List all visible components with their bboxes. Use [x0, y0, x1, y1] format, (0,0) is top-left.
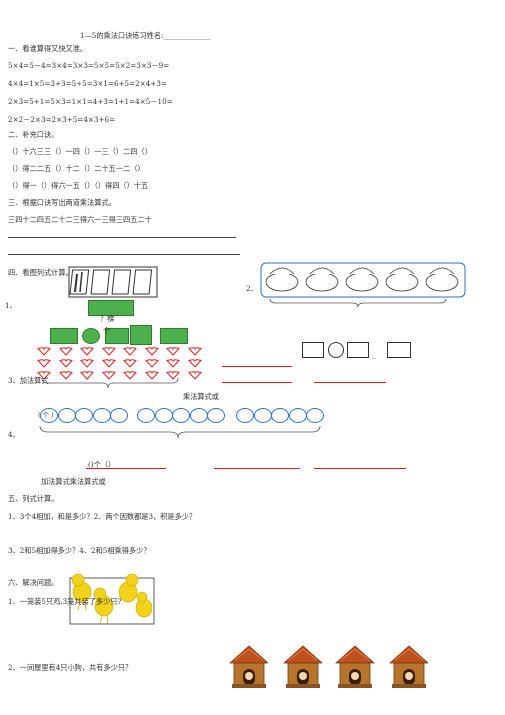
circle-icon [172, 408, 190, 423]
circle-icon [137, 408, 155, 423]
answer-box[interactable] [302, 342, 324, 358]
heart-icon [58, 359, 73, 368]
dog-house-icon [228, 645, 268, 688]
answer-line [214, 468, 300, 469]
heart-icon [58, 347, 73, 356]
heart-icon [101, 359, 116, 368]
sec2-line: （）得二二五（）十二（）二十五一二（） [8, 164, 145, 173]
tree-unit-label: 个 [103, 326, 111, 335]
sec5-question: 3、2和5相加得多少？4、2和5相乘得多少？ [8, 546, 151, 555]
heart-icon [187, 347, 202, 356]
sec5-question: 1、3个4相加，和是多少？2、两个因数都是3，积是多少？ [8, 512, 197, 521]
sec3-line: 三四十二四五二十二三得六一三得三四五二十 [8, 215, 152, 224]
green-block [82, 328, 100, 344]
heart-icon [144, 347, 159, 356]
books-picture [68, 266, 158, 298]
green-block [50, 328, 78, 344]
sec1-line: 2×3=5+1=5×3=1×1=4+3=1+1=4×5－10= [8, 97, 173, 106]
circle-icon [207, 408, 225, 423]
circle-icon [57, 408, 76, 423]
circle-count-label: ( 个 ) [38, 411, 54, 419]
answer-line [8, 237, 236, 238]
answer-line [314, 468, 406, 469]
green-block [160, 328, 188, 344]
circle-icon [75, 408, 93, 423]
q3-label: 3、加法算式 [8, 376, 49, 385]
dog-house-icon [282, 645, 322, 688]
heart-icon [166, 359, 180, 368]
sec1-line: 5×4=5－4=3×4=3×3=5×5=5×2=3×3－9= [8, 61, 170, 70]
circle-icon [154, 408, 173, 423]
heart-icon [37, 347, 51, 356]
green-block [88, 300, 134, 316]
add-mult-label: 加法算式乘法算式或 [41, 477, 106, 486]
operator-circle[interactable] [328, 342, 344, 358]
heart-icon [123, 371, 137, 380]
circle-icon [253, 408, 272, 423]
heart-icon [123, 347, 137, 356]
circles-brace [39, 425, 321, 439]
section5-heading: 五、列式计算。 [8, 494, 59, 503]
section2-heading: 二、补充口诀。 [8, 130, 59, 139]
hearts-brace [41, 377, 179, 389]
heart-icon [166, 347, 180, 356]
sec2-line: （）十六三三（）一四（）一三（）二四（） [8, 147, 152, 156]
circle-icon [288, 408, 307, 423]
dog-house-icon [388, 645, 428, 688]
tree-count-label: ？棵 [100, 314, 115, 323]
heart-icon [80, 359, 94, 368]
circle-icon [236, 408, 254, 423]
heart-icon [166, 371, 180, 380]
green-block [105, 328, 129, 344]
cages-brace [269, 298, 447, 308]
answer-line [222, 382, 292, 383]
heart-icon [37, 359, 51, 368]
circle-icon [306, 408, 324, 423]
section4-heading: 四、看图列式计算。 [8, 268, 73, 277]
heart-icon [101, 347, 116, 356]
answer-line [8, 254, 240, 255]
heart-icon [187, 371, 202, 380]
sec6-question: 1、一笼装5只鸡,3笼共装了多少只? [8, 597, 122, 606]
heart-icon [80, 371, 94, 380]
circle-icon [110, 408, 128, 423]
heart-icon [80, 347, 94, 356]
sec2-line: （）得一（）得六一五（）（）得四（）十五 [8, 181, 149, 190]
section3-heading: 三、根据口诀写出两道乘法算式。 [8, 198, 116, 207]
answer-line [314, 382, 386, 383]
answer-box[interactable] [347, 342, 369, 358]
sec6-question: 2、一间屋里有4只小狗，共有多少只？ [8, 663, 133, 672]
heart-icon [37, 371, 51, 380]
answer-box[interactable] [387, 342, 411, 358]
section6-heading: 六、解决问题。 [8, 578, 59, 587]
q2-number: 2、 [246, 284, 258, 293]
q4-number: 4、 [8, 430, 20, 439]
mult-label: 乘法算式或 [183, 392, 219, 401]
circle-icon [92, 408, 111, 423]
heart-icon [58, 371, 73, 380]
chicks-picture [69, 573, 155, 625]
q1-number: 1、 [5, 301, 17, 310]
circle-icon [189, 408, 208, 423]
worksheet-title: 1—5的乘法口诀练习姓名:_____________ [80, 31, 211, 40]
dog-house-icon [334, 645, 374, 688]
equals-mark: _ [372, 350, 376, 359]
answer-line [222, 366, 292, 367]
heart-icon [187, 359, 202, 368]
sec1-line: 2×2－2×3=2×3+5=4×3+6= [8, 115, 116, 124]
blank-count-label: ()个（） [88, 460, 116, 469]
section1-heading: 一、看谁算得又快又准。 [8, 44, 88, 53]
chicken-cages-picture [260, 262, 466, 298]
answer-line [86, 468, 166, 469]
green-block [130, 325, 152, 345]
heart-icon [144, 371, 159, 380]
circle-icon [271, 408, 289, 423]
sec1-line: 4×4=1×5=3+3=5+5=3×1=6+5=2×4+3= [8, 79, 167, 88]
heart-icon [123, 359, 137, 368]
heart-icon [101, 371, 116, 380]
heart-icon [144, 359, 159, 368]
